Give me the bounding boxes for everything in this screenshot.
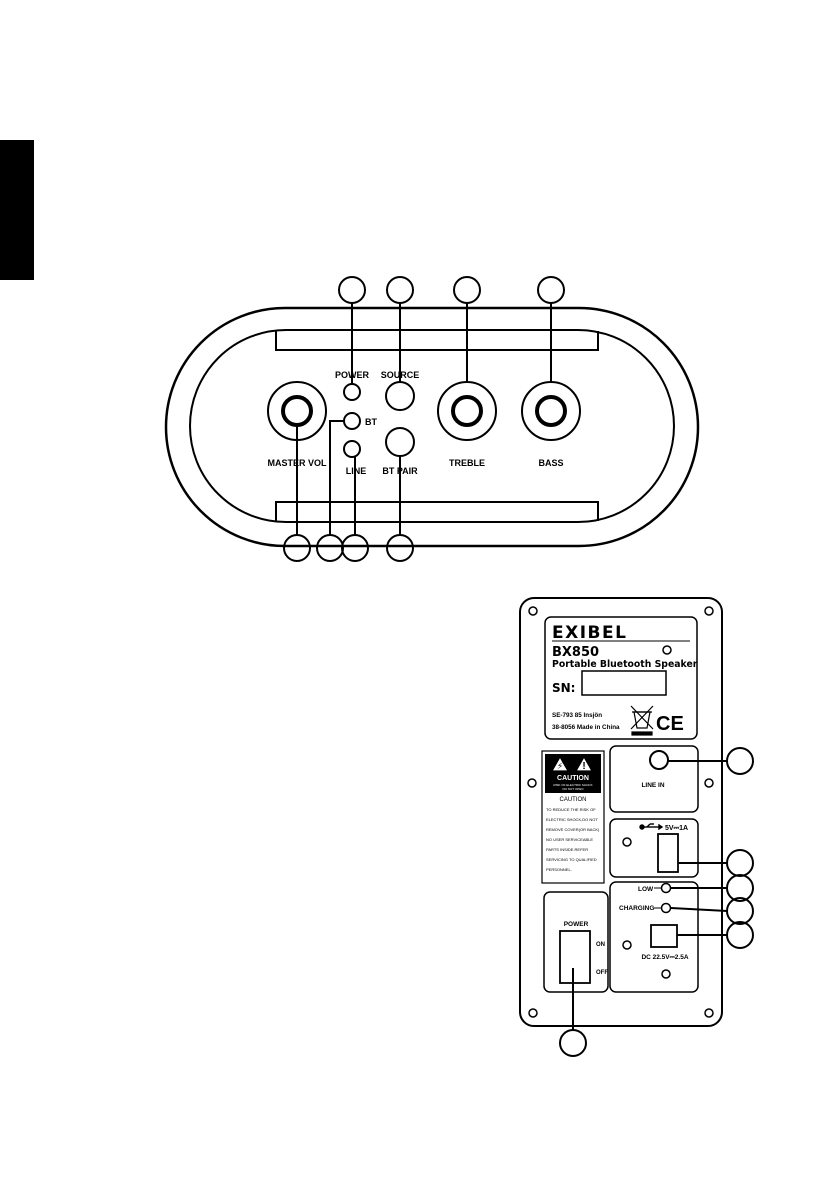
callout-circle (386, 534, 414, 562)
switch-on-label: ON (596, 942, 605, 948)
usb-rating-label: 5V⎓1A (665, 825, 688, 832)
line-label: LINE (346, 466, 367, 476)
bt-pair-button (385, 427, 415, 457)
screw-hole (704, 1008, 714, 1018)
caution-line: ELECTRIC SHOCK,DO NOT (546, 817, 598, 822)
usb-module (609, 818, 699, 878)
top-panel-outer-shell (164, 306, 700, 548)
bass-label: BASS (538, 458, 563, 468)
power-switch-module (543, 891, 609, 993)
caution-sticker (541, 750, 605, 884)
caution-subtext-2: DO NOT OPEN (563, 787, 584, 791)
line-in-module (609, 745, 699, 813)
rear-panel-plate (519, 597, 723, 1027)
caution-header: CAUTION (557, 775, 589, 782)
rating-label-plate (544, 616, 698, 740)
screw-hole (704, 778, 714, 788)
caution-line: TO REDUCE THE RISK OF (546, 807, 596, 812)
callout-circle (726, 921, 754, 949)
bt-pair-label: BT PAIR (382, 466, 418, 476)
address-line-1: SE-793 85 Insjön (552, 712, 602, 719)
warning-exclaim-icon: ! (582, 761, 585, 772)
caution-body: TO REDUCE THE RISK OF ELECTRIC SHOCK,DO … (546, 807, 600, 872)
screw-hole (622, 940, 632, 950)
line-in-jack (649, 750, 669, 770)
callout-circle (386, 276, 414, 304)
charging-led (660, 902, 672, 914)
top-panel-top-recess (275, 331, 599, 351)
screw-hole (661, 969, 671, 979)
serial-number-box (581, 670, 667, 696)
rear-leader-lines (572, 760, 728, 1030)
caution-subtext-1: RISK OF ELECTRIC SHOCK (553, 783, 592, 787)
bass-knob (521, 381, 581, 441)
warning-bolt-icon: ⚡ (557, 762, 563, 772)
address-line-2: 38-8056 Made in China (552, 724, 620, 731)
power-label: POWER (335, 370, 370, 380)
power-led (343, 383, 361, 401)
callout-circle (537, 276, 565, 304)
top-panel-bottom-recess (275, 501, 599, 521)
brand-logo: EXIBEL (552, 623, 627, 643)
source-label: SOURCE (381, 370, 420, 380)
screw-hole (622, 837, 632, 847)
dc-input-jack (650, 924, 678, 948)
indicator-leader-lines (654, 887, 661, 909)
line-in-label: LINE IN (641, 782, 664, 789)
screw-hole (662, 645, 672, 655)
screw-hole (528, 606, 538, 616)
caution-line: NO USER SERVICEABLE (546, 837, 593, 842)
weee-bin-icon (630, 705, 654, 736)
caution-line: SERVICING TO QUALIFIED (546, 857, 597, 862)
caution-line: REMOVE COVER(OR BACK) (546, 827, 600, 832)
caution-line: PERSONNEL. (546, 867, 572, 872)
master-vol-label: MASTER VOL (267, 458, 327, 468)
ce-mark: CE (656, 713, 684, 735)
dc-rating-label: DC 22.5V⎓2.5A (641, 954, 688, 961)
warning-triangle-icons (550, 755, 594, 772)
language-side-tab (0, 140, 34, 280)
treble-knob (437, 381, 497, 441)
caution-title: CAUTION (560, 797, 587, 803)
caution-sticker-header (545, 754, 601, 793)
low-label: LOW (638, 886, 654, 893)
top-leader-lines (296, 303, 552, 535)
charging-label: CHARGING (619, 905, 654, 912)
bt-label: BT (365, 417, 377, 427)
screw-hole (704, 606, 714, 616)
screw-hole (528, 1008, 538, 1018)
callout-circle (726, 849, 754, 877)
callout-circle (316, 534, 344, 562)
usb-port (657, 833, 679, 873)
switch-off-label: OFF (596, 970, 608, 976)
serial-label: SN: (552, 681, 575, 695)
callout-circle (559, 1029, 587, 1057)
callout-circle (341, 534, 369, 562)
source-button (385, 381, 415, 411)
caution-line: PARTS INSIDE.REFER (546, 847, 588, 852)
rear-panel: ⚡ ! (519, 597, 754, 1057)
model-number: BX850 (552, 645, 599, 660)
dc-input-module (609, 881, 699, 993)
treble-label: TREBLE (449, 458, 485, 468)
line-led (343, 440, 361, 458)
callout-circle (726, 747, 754, 775)
top-panel-inner-shell (189, 329, 675, 523)
power-switch-label: POWER (564, 921, 589, 928)
callout-circle (453, 276, 481, 304)
callout-circle (283, 534, 311, 562)
power-switch (559, 930, 591, 984)
screw-hole (527, 778, 537, 788)
product-name: Portable Bluetooth Speaker (552, 659, 698, 670)
callout-circle (338, 276, 366, 304)
top-panel (164, 276, 700, 562)
low-battery-led (660, 882, 672, 894)
usb-icon (639, 823, 664, 831)
bt-led (343, 412, 361, 430)
